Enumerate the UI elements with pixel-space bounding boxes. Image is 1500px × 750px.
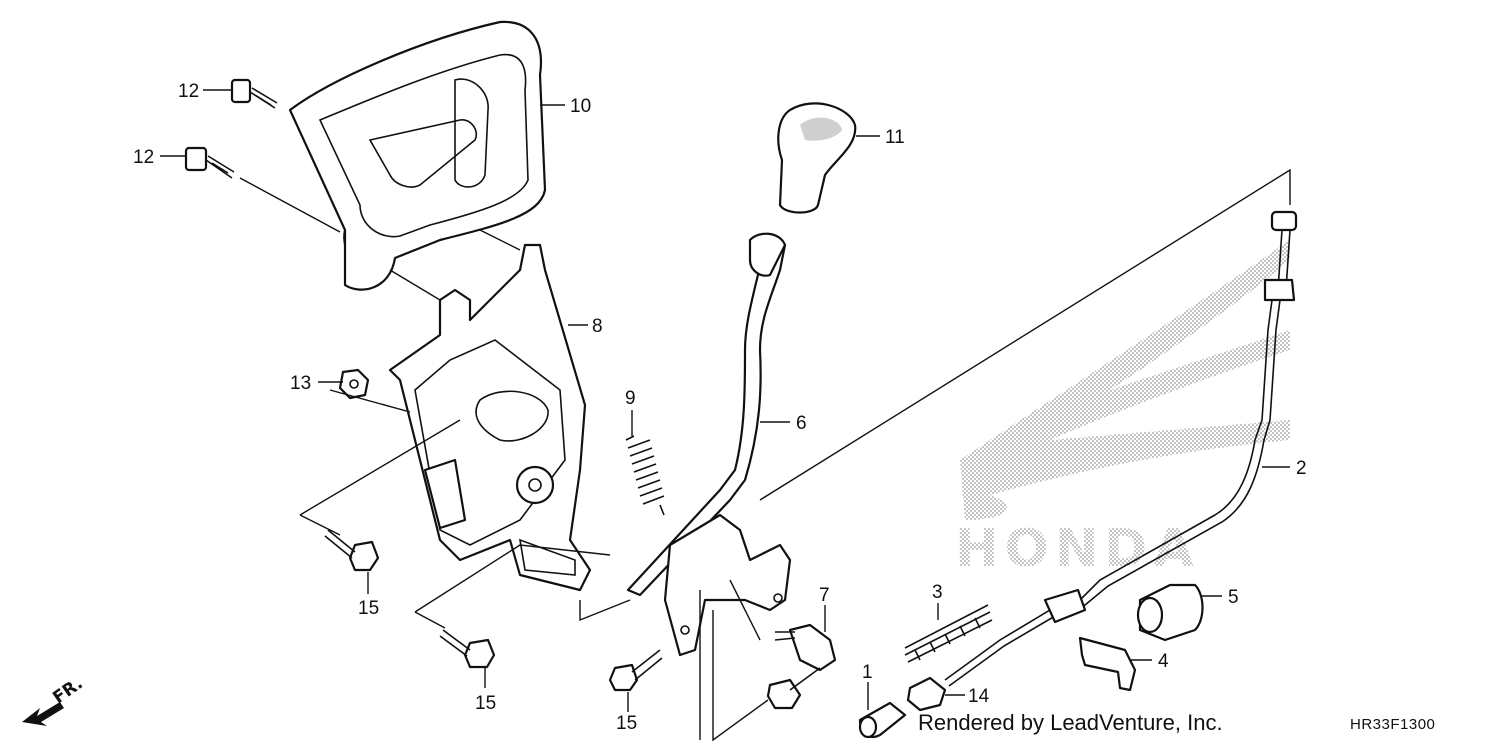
callout-4: 4	[1158, 651, 1169, 672]
callout-3: 3	[932, 582, 943, 603]
part-7-ball-joint[interactable]	[766, 623, 837, 710]
part-4-clip[interactable]	[1078, 636, 1137, 692]
callout-14: 14	[968, 686, 990, 707]
callout-8: 8	[592, 316, 603, 337]
part-15-bolt-right[interactable]	[608, 649, 663, 692]
front-marker-label: FR.	[49, 674, 86, 708]
honda-wing-watermark: HONDA	[955, 240, 1290, 579]
part-8-bracket-plate[interactable]	[388, 243, 592, 592]
callout-11: 11	[885, 127, 905, 148]
part-13-nut[interactable]	[338, 368, 370, 400]
part-14-collar[interactable]	[906, 676, 947, 712]
callout-15-right: 15	[616, 713, 637, 734]
callout-9: 9	[625, 388, 636, 409]
part-15-bolt-middle[interactable]	[439, 629, 496, 669]
leader-lines	[160, 89, 1290, 712]
assembly-lines	[239, 168, 1291, 742]
part-6-shift-lever[interactable]	[626, 232, 792, 657]
diagram-code: HR33F1300	[1350, 716, 1436, 733]
front-arrow-icon: FR.	[22, 674, 87, 726]
callout-5: 5	[1228, 587, 1239, 608]
part-11-shift-knob[interactable]	[777, 102, 857, 214]
part-12-bolt-upper[interactable]	[230, 78, 278, 109]
part-5-collar[interactable]	[1136, 583, 1204, 642]
honda-watermark-text: HONDA	[955, 519, 1200, 579]
callout-15-left: 15	[358, 598, 379, 619]
callout-13: 13	[290, 373, 311, 394]
callout-labels: 12 12 10 11 8 13 9 6 2 3 5 7 4 1 14 15 1…	[133, 81, 1307, 734]
callout-1: 1	[862, 662, 873, 683]
part-2-shift-cable[interactable]	[944, 210, 1298, 687]
callout-2: 2	[1296, 458, 1307, 479]
part-3-spring[interactable]	[904, 604, 993, 663]
part-15-bolt-left[interactable]	[324, 529, 380, 572]
part-10-console-trim[interactable]	[288, 20, 547, 291]
render-credit: Rendered by LeadVenture, Inc.	[918, 710, 1223, 735]
callout-15-middle: 15	[475, 693, 496, 714]
part-12-bolt-lower[interactable]	[184, 146, 235, 179]
callout-6: 6	[796, 413, 807, 434]
callout-12-upper: 12	[178, 81, 199, 102]
part-9-spring[interactable]	[625, 435, 665, 516]
part-1-pin[interactable]	[858, 701, 907, 739]
callout-12-lower: 12	[133, 147, 154, 168]
callout-10: 10	[570, 96, 591, 117]
callout-7: 7	[819, 585, 830, 606]
